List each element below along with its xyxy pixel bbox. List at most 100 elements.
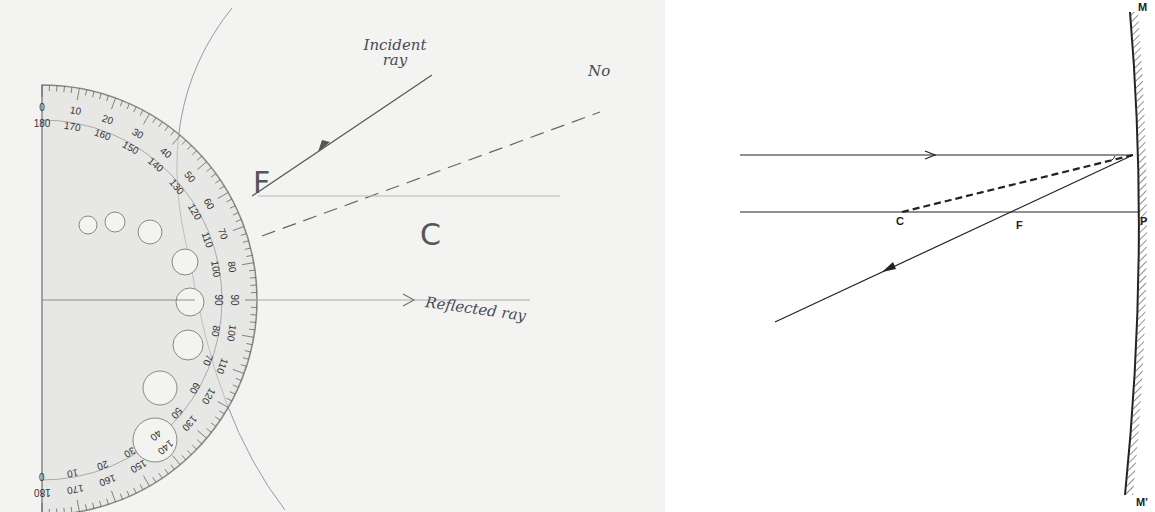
scale-tick xyxy=(250,314,256,315)
scale-tick xyxy=(120,494,122,500)
scale-number: 0 xyxy=(39,471,45,481)
scale-tick xyxy=(197,440,201,444)
scale-tick xyxy=(171,131,175,136)
scale-tick xyxy=(207,429,212,433)
scale-tick xyxy=(85,90,86,96)
scale-tick xyxy=(230,392,235,395)
point-label: P xyxy=(1140,216,1147,227)
scale-tick xyxy=(159,473,162,478)
scale-tick xyxy=(227,199,232,202)
protractor xyxy=(42,85,257,512)
scale-tick xyxy=(207,168,212,172)
normal-line xyxy=(902,155,1133,212)
handwritten-label: C xyxy=(420,220,441,250)
scale-tick xyxy=(63,86,65,92)
scale-tick xyxy=(249,270,255,272)
scale-tick xyxy=(233,369,244,373)
scale-tick xyxy=(71,507,73,512)
scale-tick xyxy=(218,193,228,199)
scale-tick xyxy=(241,365,247,367)
handwritten-label: F xyxy=(253,168,270,198)
scale-tick xyxy=(144,476,150,486)
scale-tick xyxy=(241,234,247,236)
scale-tick xyxy=(251,307,257,308)
scale-tick xyxy=(77,88,79,100)
scale-tick xyxy=(250,285,256,286)
scale-number: 10 xyxy=(66,467,79,479)
scale-tick xyxy=(246,343,252,344)
scale-tick xyxy=(219,411,224,414)
scale-number: 90 xyxy=(213,294,223,305)
scale-tick xyxy=(230,206,235,209)
scale-tick xyxy=(242,335,254,337)
scale-tick xyxy=(134,107,137,112)
scale-tick xyxy=(165,469,169,474)
incident-ray xyxy=(252,75,432,196)
scale-tick xyxy=(243,358,249,360)
scale-number: 80 xyxy=(225,260,237,273)
scale-tick xyxy=(120,101,122,107)
principal-axis xyxy=(740,211,1140,212)
scale-tick xyxy=(172,456,180,465)
normal-line xyxy=(262,112,600,236)
scale-tick xyxy=(197,156,201,160)
scale-tick xyxy=(245,351,251,352)
scale-tick xyxy=(107,96,109,102)
scale-tick xyxy=(236,378,242,380)
scale-number: 170 xyxy=(66,483,84,496)
scale-tick xyxy=(236,219,242,221)
scale-tick xyxy=(49,85,50,91)
scale-tick xyxy=(77,500,79,512)
scale-tick xyxy=(249,329,255,331)
scale-tick xyxy=(140,485,143,490)
scale-tick xyxy=(233,226,244,230)
reflected-ray xyxy=(775,155,1133,322)
point-label: M xyxy=(1138,2,1147,13)
scale-tick xyxy=(127,104,129,109)
scale-tick xyxy=(42,85,43,97)
scale-tick xyxy=(56,508,57,512)
scale-tick xyxy=(192,445,196,449)
scale-number: 100 xyxy=(209,260,222,278)
scale-tick xyxy=(144,114,150,124)
scale-tick xyxy=(182,455,186,459)
scale-number: 80 xyxy=(209,324,221,337)
scale-tick xyxy=(100,93,102,99)
scale-tick xyxy=(227,398,232,401)
scale-tick xyxy=(215,417,220,420)
scale-tick xyxy=(245,248,251,249)
scale-tick xyxy=(111,491,115,502)
scale-tick xyxy=(211,174,216,178)
scale-number: 10 xyxy=(69,105,82,117)
scale-tick xyxy=(63,508,65,512)
scale-number: 0 xyxy=(39,103,45,113)
reflected-ray xyxy=(255,300,530,301)
handwritten-label: Incident ray xyxy=(360,38,430,68)
scale-tick xyxy=(49,509,50,512)
scale-tick xyxy=(250,277,256,279)
scale-number: 170 xyxy=(63,120,81,133)
scale-tick xyxy=(215,180,220,183)
scale-tick xyxy=(140,110,143,115)
scale-tick xyxy=(198,430,207,438)
scale-tick xyxy=(233,385,238,387)
scale-tick xyxy=(218,402,228,408)
scale-tick xyxy=(127,491,129,496)
scale-tick xyxy=(187,145,191,149)
scale-tick xyxy=(182,140,186,144)
scale-tick xyxy=(250,321,256,323)
point-label: M' xyxy=(1136,497,1148,508)
scale-tick xyxy=(233,213,238,215)
scale-tick xyxy=(93,503,94,509)
scale-tick xyxy=(243,241,249,243)
scale-tick xyxy=(242,263,254,265)
scale-number: 100 xyxy=(225,324,238,342)
scale-tick xyxy=(171,465,175,470)
scale-tick xyxy=(93,91,94,97)
scale-tick xyxy=(153,118,156,123)
scale-tick xyxy=(100,501,102,507)
scale-tick xyxy=(219,186,224,189)
scale-tick xyxy=(153,477,156,482)
scale-tick xyxy=(251,292,257,293)
